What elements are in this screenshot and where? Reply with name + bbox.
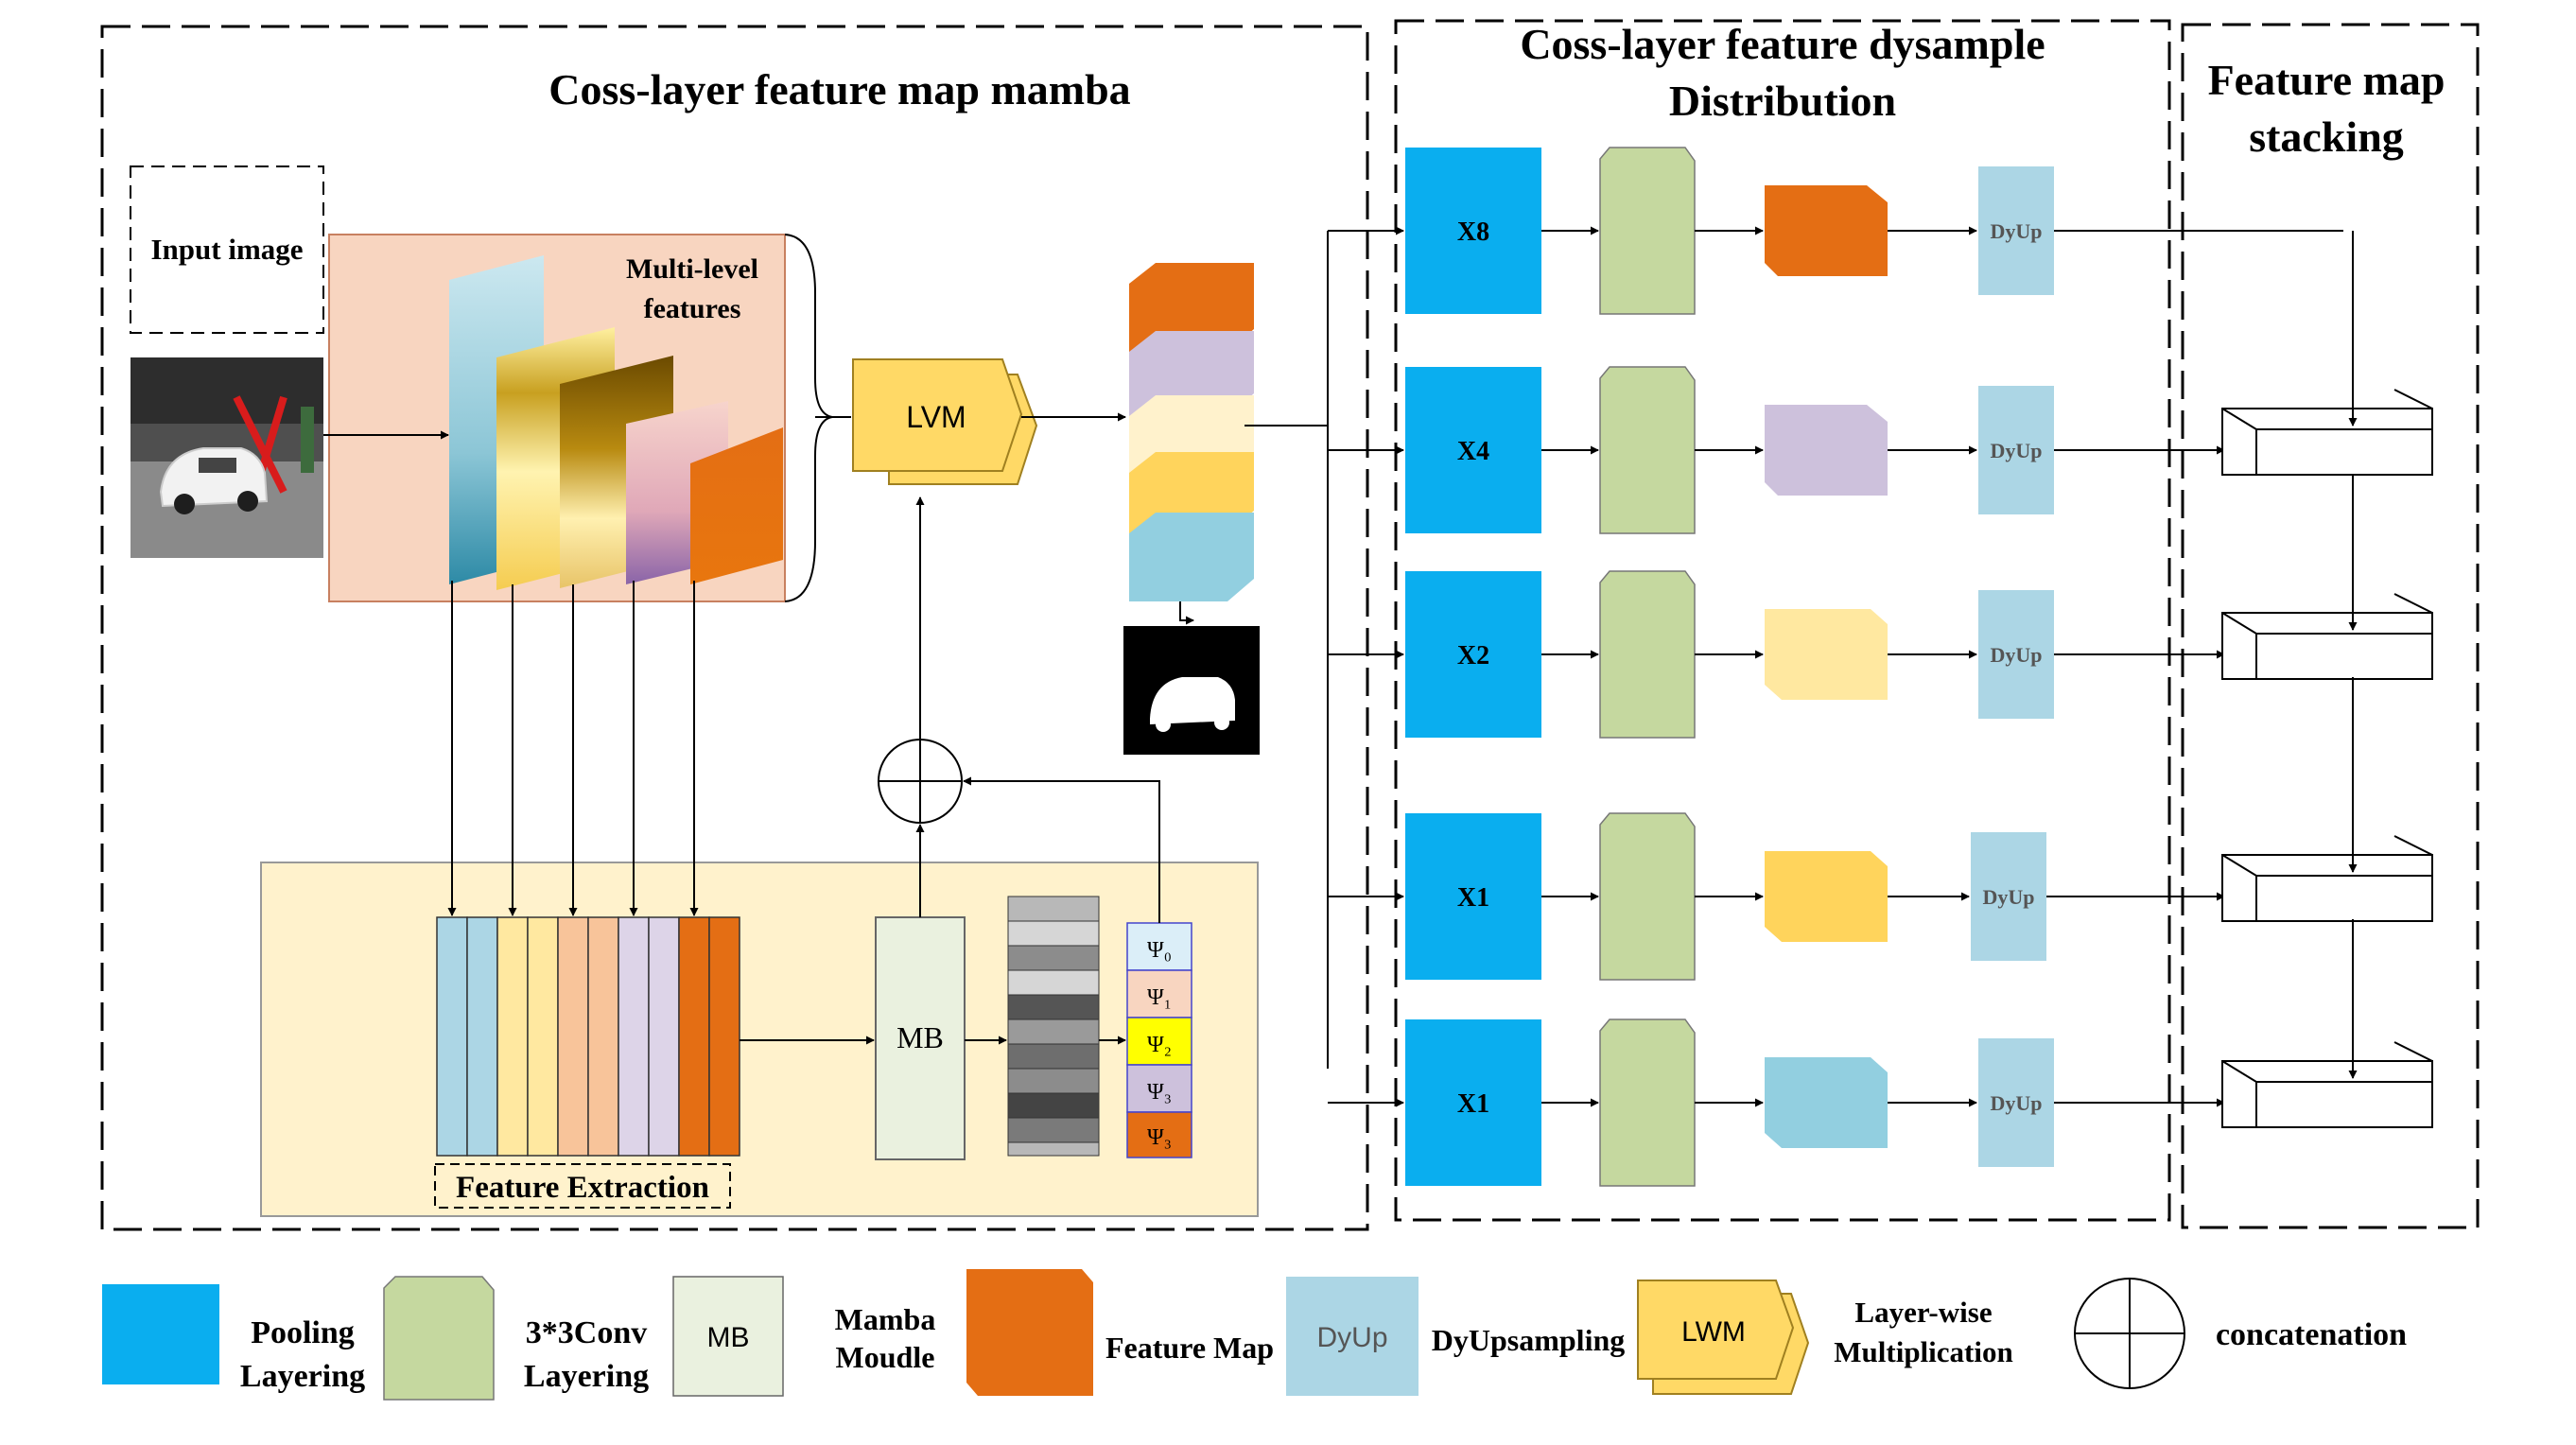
lvm-label: LVM (906, 400, 966, 434)
panel-frame-stacking (2181, 23, 2480, 1229)
panel-title-stacking-line2: stacking (2249, 113, 2404, 161)
dyup-label: DyUp (1990, 439, 2042, 462)
legend: Pooling Layering 3*3Conv Layering MB Mam… (102, 1269, 2407, 1401)
legend-feature-map-swatch (966, 1269, 1093, 1396)
output-mask (1123, 626, 1260, 755)
panel-frame-mamba (100, 25, 1369, 1231)
stacking-boxes (2221, 389, 2433, 1128)
legend-lwm-line2: Multiplication (1834, 1335, 2012, 1368)
feature-map-block (1765, 405, 1888, 496)
psi-label-4: Ψ₃ (1147, 1125, 1172, 1150)
feature-map-block (1765, 609, 1888, 700)
dysample-row-4: X1 DyUp (1328, 812, 2225, 981)
legend-lwm-box-label: LWM (1681, 1316, 1746, 1348)
dysample-row-3: X2 DyUp (1328, 570, 2225, 739)
pooling-label: X1 (1457, 1089, 1489, 1119)
input-photo (131, 357, 323, 558)
legend-conv-line1: 3*3Conv (526, 1315, 647, 1350)
legend-pooling-line2: Layering (240, 1359, 365, 1394)
feature-map-block (1765, 1057, 1888, 1148)
pooling-block (1405, 148, 1541, 314)
conv-block (1599, 570, 1696, 739)
feature-map-block (1765, 185, 1888, 276)
feature-extraction-label-box (434, 1163, 731, 1209)
dyup-block (1978, 1038, 2054, 1167)
psi-label-2: Ψ₂ (1147, 1033, 1172, 1057)
extraction-columns (436, 916, 740, 1157)
pooling-label: X1 (1457, 883, 1489, 913)
panel-title-mamba: Coss-layer feature map mamba (548, 65, 1130, 113)
dyup-label: DyUp (1990, 1091, 2042, 1115)
panel-title-dysample-line2: Distribution (1669, 77, 1896, 125)
dysample-row-2: X4 DyUp (1328, 366, 2225, 534)
dyup-block (1978, 386, 2054, 514)
multilevel-label-line1: Multi-level (626, 253, 758, 285)
stack-box-3 (2221, 835, 2433, 922)
dysample-row-1: X8 DyUp (1328, 147, 2343, 315)
stack-box-4 (2221, 1041, 2433, 1128)
fused-feature-stack (1129, 263, 1254, 601)
panel-frame-dysample (1394, 19, 2171, 1222)
lvm-block (852, 358, 1038, 485)
legend-lwm-swatch-front (1637, 1280, 1795, 1380)
conv-block (1599, 812, 1696, 981)
mb-block-label: MB (896, 1020, 944, 1054)
dyup-label: DyUp (1990, 219, 2042, 243)
concatenation-node (878, 739, 963, 824)
conv-block (1599, 366, 1696, 534)
mb-block (875, 916, 966, 1160)
legend-dyup-swatch (1286, 1277, 1419, 1396)
pooling-label: X8 (1457, 218, 1489, 247)
conv-block (1599, 147, 1696, 315)
psi-label-3: Ψ₃ (1147, 1080, 1172, 1105)
legend-mb-swatch (672, 1276, 784, 1397)
legend-mamba-line1: Mamba (835, 1302, 936, 1336)
psi-label-0: Ψ₀ (1147, 938, 1172, 963)
pooling-label: X2 (1457, 641, 1489, 670)
dyup-block (1978, 166, 2054, 295)
legend-lwm-line1: Layer-wise (1854, 1296, 1992, 1329)
dysample-row-5: X1 DyUp (1328, 1018, 2225, 1187)
input-image-label: Input image (150, 233, 303, 266)
conv-block (1599, 1018, 1696, 1187)
panel-title-stacking-line1: Feature map (2208, 56, 2445, 104)
multilevel-label-line2: features (644, 293, 741, 324)
pooling-block (1405, 1019, 1541, 1186)
legend-conv-line2: Layering (524, 1359, 649, 1394)
dyup-label: DyUp (1982, 885, 2034, 909)
legend-dyup-box-label: DyUp (1316, 1322, 1387, 1353)
pooling-label: X4 (1457, 437, 1489, 466)
legend-pooling-swatch (102, 1284, 219, 1384)
feature-map-block (1765, 851, 1888, 942)
feature-extraction-label: Feature Extraction (456, 1171, 709, 1205)
legend-pooling-line1: Pooling (251, 1315, 355, 1350)
pooling-block (1405, 367, 1541, 533)
stack-box-2 (2221, 593, 2433, 680)
panel-title-dysample-line1: Coss-layer feature dysample (1520, 20, 2045, 68)
legend-concat-label: concatenation (2216, 1317, 2407, 1352)
input-image-box (130, 165, 324, 334)
arrow-psi-to-concat (963, 776, 1160, 923)
pooling-block (1405, 571, 1541, 738)
dyup-label: DyUp (1990, 643, 2042, 667)
legend-conv-swatch (383, 1276, 495, 1401)
token-sequence-stack (1007, 896, 1100, 1157)
psi-label-1: Ψ₁ (1147, 985, 1172, 1010)
pooling-block (1405, 813, 1541, 980)
arrow-stack-to-mask (1179, 601, 1194, 625)
feature-slab-orange (690, 427, 783, 584)
legend-concat-symbol (2074, 1278, 2185, 1389)
psi-stack (1126, 922, 1192, 1158)
dyup-block (1978, 590, 2054, 719)
legend-mb-box-label: MB (707, 1322, 750, 1353)
legend-mamba-line2: Moudle (836, 1340, 935, 1374)
stack-box-1 (2221, 389, 2433, 476)
legend-dyup-text: DyUpsampling (1432, 1323, 1626, 1357)
dyup-block (1971, 832, 2046, 961)
legend-feature-map-label: Feature Map (1105, 1331, 1274, 1365)
